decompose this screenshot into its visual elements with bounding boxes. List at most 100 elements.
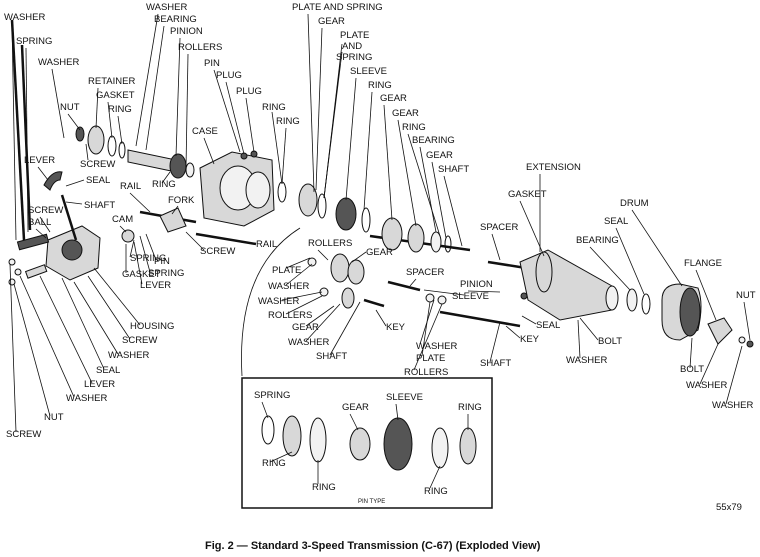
inset-note: PIN TYPE bbox=[358, 499, 385, 505]
label-pin-1: PIN bbox=[204, 58, 220, 69]
leader-ring-4 bbox=[363, 91, 373, 211]
ring-part-2 bbox=[277, 181, 287, 203]
label-plate-1: PLATE bbox=[272, 265, 301, 276]
gear-part-1 bbox=[298, 183, 318, 217]
label-ring-5: RING bbox=[276, 116, 300, 127]
label-screw-1: SCREW bbox=[80, 159, 115, 170]
inset-gear bbox=[349, 427, 371, 461]
leader-washer-4 bbox=[285, 263, 313, 286]
leader-key-2 bbox=[375, 309, 387, 327]
label-gear-5: GEAR bbox=[366, 247, 393, 258]
leader-rollers-3 bbox=[285, 295, 323, 315]
countershaft bbox=[439, 310, 521, 328]
plate-spring-part bbox=[317, 193, 327, 219]
input-pinion-shaft bbox=[127, 149, 177, 173]
leader-gear-3 bbox=[397, 119, 417, 227]
label-pinion-2: PINION bbox=[460, 279, 493, 290]
leader-ring-10 bbox=[429, 465, 441, 489]
label-nut-1: NUT bbox=[60, 102, 80, 113]
leader-lever-1 bbox=[37, 166, 49, 181]
label-screw-3: SCREW bbox=[200, 246, 235, 257]
label-retainer: RETAINER bbox=[88, 76, 135, 87]
leader-spacer-1 bbox=[491, 233, 501, 261]
label-case: CASE bbox=[192, 126, 218, 137]
leader-screw-4 bbox=[87, 275, 131, 340]
leader-ring-1 bbox=[117, 115, 123, 145]
leader-screw-1 bbox=[85, 143, 89, 161]
lever-part bbox=[43, 171, 63, 191]
label-plate-and-spring-2b: AND bbox=[342, 41, 362, 52]
label-ring-6: RING bbox=[402, 122, 426, 133]
inset-leader-top bbox=[241, 227, 301, 377]
ring-part-3 bbox=[361, 207, 371, 233]
leader-shaft-1 bbox=[65, 201, 83, 205]
leader-plate-and-spring-2c bbox=[323, 63, 341, 199]
label-washer-8: WASHER bbox=[566, 355, 607, 366]
leader-pinion-2 bbox=[467, 290, 501, 293]
leader-lever-3 bbox=[39, 275, 93, 384]
label-gear-2: GEAR bbox=[380, 93, 407, 104]
figure-code: 55x79 bbox=[716, 502, 742, 513]
leader-shaft-2 bbox=[443, 175, 463, 247]
label-seal-4: SEAL bbox=[96, 365, 120, 376]
label-bearing-3: BEARING bbox=[576, 235, 619, 246]
part-labels: WASHERWASHERBEARINGSPRINGPINIONWASHERROL… bbox=[4, 2, 756, 497]
label-screw-4: SCREW bbox=[122, 335, 157, 346]
leader-seal-4 bbox=[61, 277, 105, 370]
label-washer-4: WASHER bbox=[268, 281, 309, 292]
label-nut-3: NUT bbox=[44, 412, 64, 423]
label-lever-1: LEVER bbox=[24, 155, 55, 166]
case-bore-rear bbox=[245, 171, 271, 209]
leader-screw-3 bbox=[185, 231, 205, 251]
washer-part-4 bbox=[738, 336, 746, 344]
label-ring-1: RING bbox=[108, 104, 132, 115]
linkage-rod-2 bbox=[20, 44, 32, 231]
sleeve-part bbox=[335, 197, 357, 231]
leader-gear-5 bbox=[351, 251, 367, 263]
label-sleeve-2: SLEEVE bbox=[452, 291, 489, 302]
leader-gasket-2 bbox=[519, 200, 545, 257]
leader-spring-1 bbox=[25, 47, 29, 233]
inset-ring-3 bbox=[431, 427, 449, 469]
figure-caption: Fig. 2 — Standard 3-Speed Transmission (… bbox=[205, 540, 541, 552]
leader-screw-5 bbox=[9, 263, 17, 433]
leader-fork bbox=[171, 205, 179, 215]
label-seal-2: SEAL bbox=[604, 216, 628, 227]
ring-part bbox=[118, 141, 126, 159]
label-drum: DRUM bbox=[620, 198, 649, 209]
leader-bolt-2 bbox=[689, 337, 693, 369]
label-washer-11: WASHER bbox=[108, 350, 149, 361]
leader-case bbox=[203, 137, 215, 165]
label-nut-2: NUT bbox=[736, 290, 756, 301]
label-gasket-2: GASKET bbox=[508, 189, 547, 200]
label-screw-5: SCREW bbox=[6, 429, 41, 440]
extension-gasket bbox=[535, 251, 553, 293]
label-ring-3: RING bbox=[262, 102, 286, 113]
inset-ring-4 bbox=[459, 427, 477, 465]
cluster-gear-1 bbox=[330, 253, 350, 283]
leader-rail-1 bbox=[129, 192, 151, 213]
label-washer-3: WASHER bbox=[38, 57, 79, 68]
label-washer-2: WASHER bbox=[146, 2, 187, 13]
leader-flange bbox=[695, 269, 717, 321]
leader-ring-5 bbox=[281, 127, 287, 185]
ring-part-4 bbox=[444, 235, 452, 253]
leader-bolt-1 bbox=[579, 317, 599, 341]
leader-sleeve-1 bbox=[345, 77, 357, 201]
leader-lever-2 bbox=[133, 241, 143, 285]
label-lever-3: LEVER bbox=[84, 379, 115, 390]
leader-drum bbox=[631, 209, 683, 287]
label-spring-2: SPRING bbox=[130, 253, 166, 264]
label-rail-1: RAIL bbox=[120, 181, 141, 192]
label-plate-2: PLATE bbox=[416, 353, 445, 364]
reverse-shaft bbox=[363, 298, 385, 308]
leader-pin-1 bbox=[213, 69, 241, 153]
inset-ring-1 bbox=[282, 415, 302, 457]
label-ring-7: RING bbox=[458, 402, 482, 413]
leader-gear-4 bbox=[431, 161, 447, 239]
plate-part bbox=[425, 293, 435, 303]
leader-washer-2 bbox=[135, 13, 159, 147]
reverse-gear bbox=[341, 287, 355, 309]
label-ring-10: RING bbox=[424, 486, 448, 497]
leader-gear-6 bbox=[305, 305, 335, 327]
